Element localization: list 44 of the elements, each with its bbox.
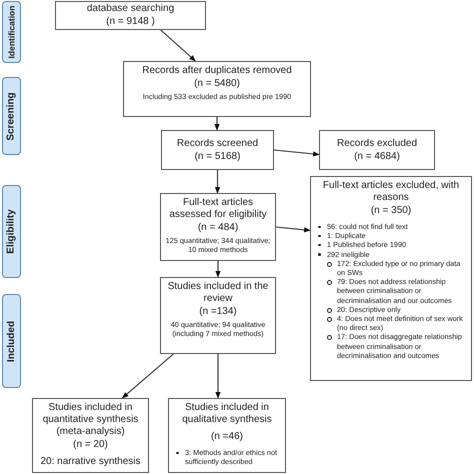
arrow — [214, 117, 220, 131]
arrow — [215, 261, 221, 278]
arrow — [276, 226, 311, 232]
stage-label: Included — [6, 320, 17, 362]
stage-band — [2, 1, 21, 63]
box-text: Studies included in the review — [166, 281, 270, 305]
box-text: Studies included in quantitative synthesis (meta-analysis) — [42, 402, 140, 438]
arrow — [274, 149, 320, 157]
process-box — [161, 130, 274, 170]
box-text: Full-text articles excluded, with reasons — [322, 180, 460, 204]
count-text: (n = 20) — [73, 439, 108, 451]
stage-band — [2, 77, 21, 155]
arrow — [214, 170, 220, 194]
count-text: (n = 4684) — [354, 150, 400, 162]
box-text: Records screened — [176, 138, 258, 150]
process-box — [32, 398, 149, 473]
box-text: 20: narrative synthesis — [40, 456, 141, 468]
process-box — [168, 398, 286, 473]
box-text: Records after duplicates removed — [142, 65, 292, 77]
count-text: (n =134) — [199, 306, 237, 318]
stage-label: Screening — [6, 92, 17, 140]
arrow — [160, 30, 196, 62]
stage-band — [2, 185, 21, 278]
count-text: (n = 5480) — [194, 78, 240, 90]
process-box — [123, 61, 311, 117]
process-box — [160, 277, 276, 354]
process-box — [319, 130, 435, 170]
arrow — [122, 354, 174, 398]
box-text: Full-text articles assessed for eligibility — [168, 197, 268, 221]
box-text: Studies included in qualitative synthesis — [181, 402, 273, 426]
count-text: (n = 484) — [198, 222, 238, 234]
count-text: (n = 9148 ) — [106, 16, 155, 28]
stage-label: Identification — [6, 6, 16, 58]
box-text: Records excluded — [336, 138, 418, 150]
stage-band — [2, 294, 21, 388]
arrow — [215, 354, 221, 399]
process-box — [160, 193, 276, 261]
process-box — [55, 1, 206, 30]
count-text: (n = 5168) — [194, 150, 240, 162]
count-text: (n =46) — [211, 431, 243, 443]
process-box — [310, 176, 472, 381]
stage-label: Eligibility — [6, 209, 17, 254]
count-text: (n = 350) — [370, 205, 412, 217]
box-text: database searching — [86, 3, 174, 15]
